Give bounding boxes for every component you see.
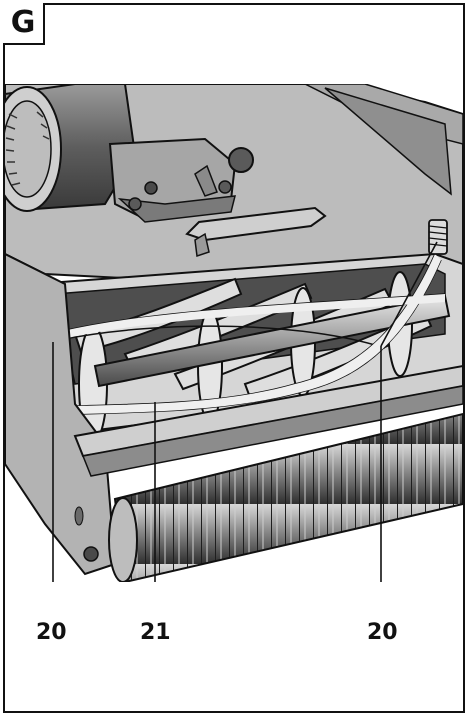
callout-label-20-right: 20 [367,620,398,645]
carry-handle [185,206,327,258]
bottom-knife-bar [73,364,463,477]
figure-letter: G [10,5,36,40]
callout-leaders [52,241,438,582]
callout-label-21: 21 [140,620,171,645]
figure-letter-badge: G [3,3,45,45]
leader-20-right-branch [380,241,438,347]
mower-illustration [5,84,463,582]
motor-housing [5,84,254,223]
front-roller [108,412,463,582]
reel-shaft [93,294,451,388]
callout-label-20-left: 20 [36,620,67,645]
adjust-screw-right [428,219,448,255]
guide-strip-fill-a [59,294,445,340]
